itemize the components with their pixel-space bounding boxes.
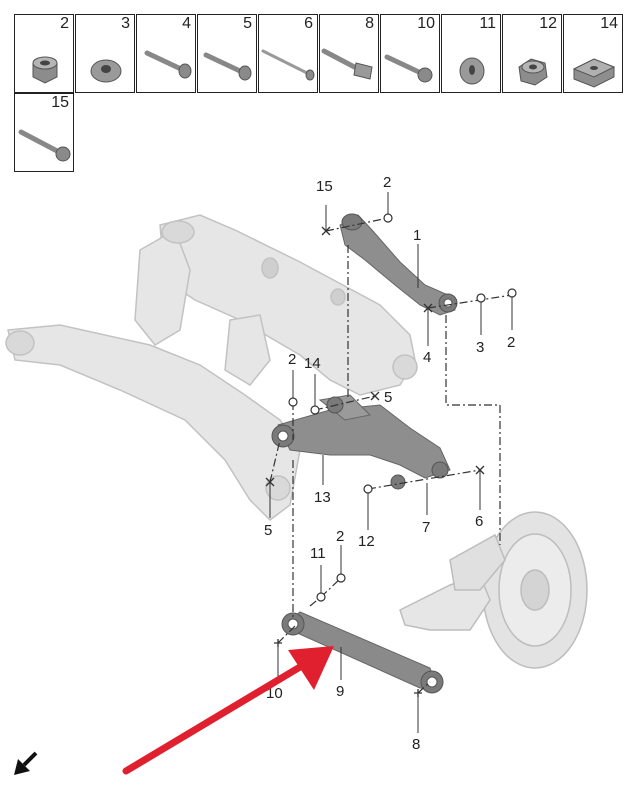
legend-cell-3: 3 [75,14,135,93]
callout-14: 14 [304,355,321,372]
callout-2: 2 [288,351,296,368]
legend-cell-5: 5 [197,14,257,93]
legend-cell-4: 4 [136,14,196,93]
front-arrow-icon [14,751,38,775]
bolt-icon [144,50,192,79]
callout-9: 9 [336,683,344,700]
legend-number: 4 [182,15,191,32]
callout-labels: 1 2 15 3 2 4 2 14 5 13 5 12 7 6 2 11 10 … [264,174,515,753]
callout-6: 6 [475,513,483,530]
callout-2: 2 [336,528,344,545]
assembly-lines [269,217,513,694]
callout-4: 4 [423,349,431,366]
bolt-icon [18,129,71,162]
flange-nut-icon [518,58,548,86]
red-pointer-arrow [122,646,334,775]
legend-number: 15 [51,94,69,111]
washer-icon [90,59,122,83]
legend-cell-11: 11 [441,14,501,93]
legend-cell-2: 2 [14,14,74,93]
legend-cell-14: 14 [563,14,623,93]
legend-number: 14 [600,15,618,32]
legend-number: 8 [365,15,374,32]
wheel-hub-brake-disc [399,511,588,669]
legend-cell-12: 12 [502,14,562,93]
legend-cell-8: 8 [319,14,379,93]
callout-1: 1 [413,227,421,244]
legend-number: 5 [243,15,252,32]
callout-12: 12 [358,533,375,550]
callout-8: 8 [412,736,420,753]
callout-2: 2 [383,174,391,191]
callout-11: 11 [310,545,326,562]
flange-nut-icon [32,56,58,84]
bolt-icon [384,54,433,83]
legend-number: 12 [539,15,557,32]
callout-2: 2 [507,334,515,351]
legend-number: 6 [304,15,313,32]
callout-3: 3 [476,339,484,356]
bolt-icon [203,52,252,81]
legend-number: 10 [417,15,435,32]
bolt-markers [265,226,485,697]
connection-markers [288,213,517,602]
lower-control-arm [271,394,451,490]
legend-cell-10: 10 [380,14,440,93]
long-bolt-icon [261,49,315,81]
leader-lines [269,192,513,733]
legend-cell-15: 15 [14,93,74,172]
callout-13: 13 [314,489,331,506]
legend-number: 3 [121,15,130,32]
legend-cell-6: 6 [258,14,318,93]
legend-number: 2 [60,15,69,32]
legend-number: 11 [479,15,496,32]
washer-icon [459,57,485,85]
rear-subframe [5,214,418,521]
eccentric-bolt-icon [321,48,373,80]
square-nut-icon [572,58,616,88]
callout-7: 7 [422,519,430,536]
callout-5: 5 [384,389,392,406]
callout-15: 15 [316,178,333,195]
callout-10: 10 [266,685,283,702]
toe-link-arm [281,611,444,694]
callout-5: 5 [264,522,272,539]
